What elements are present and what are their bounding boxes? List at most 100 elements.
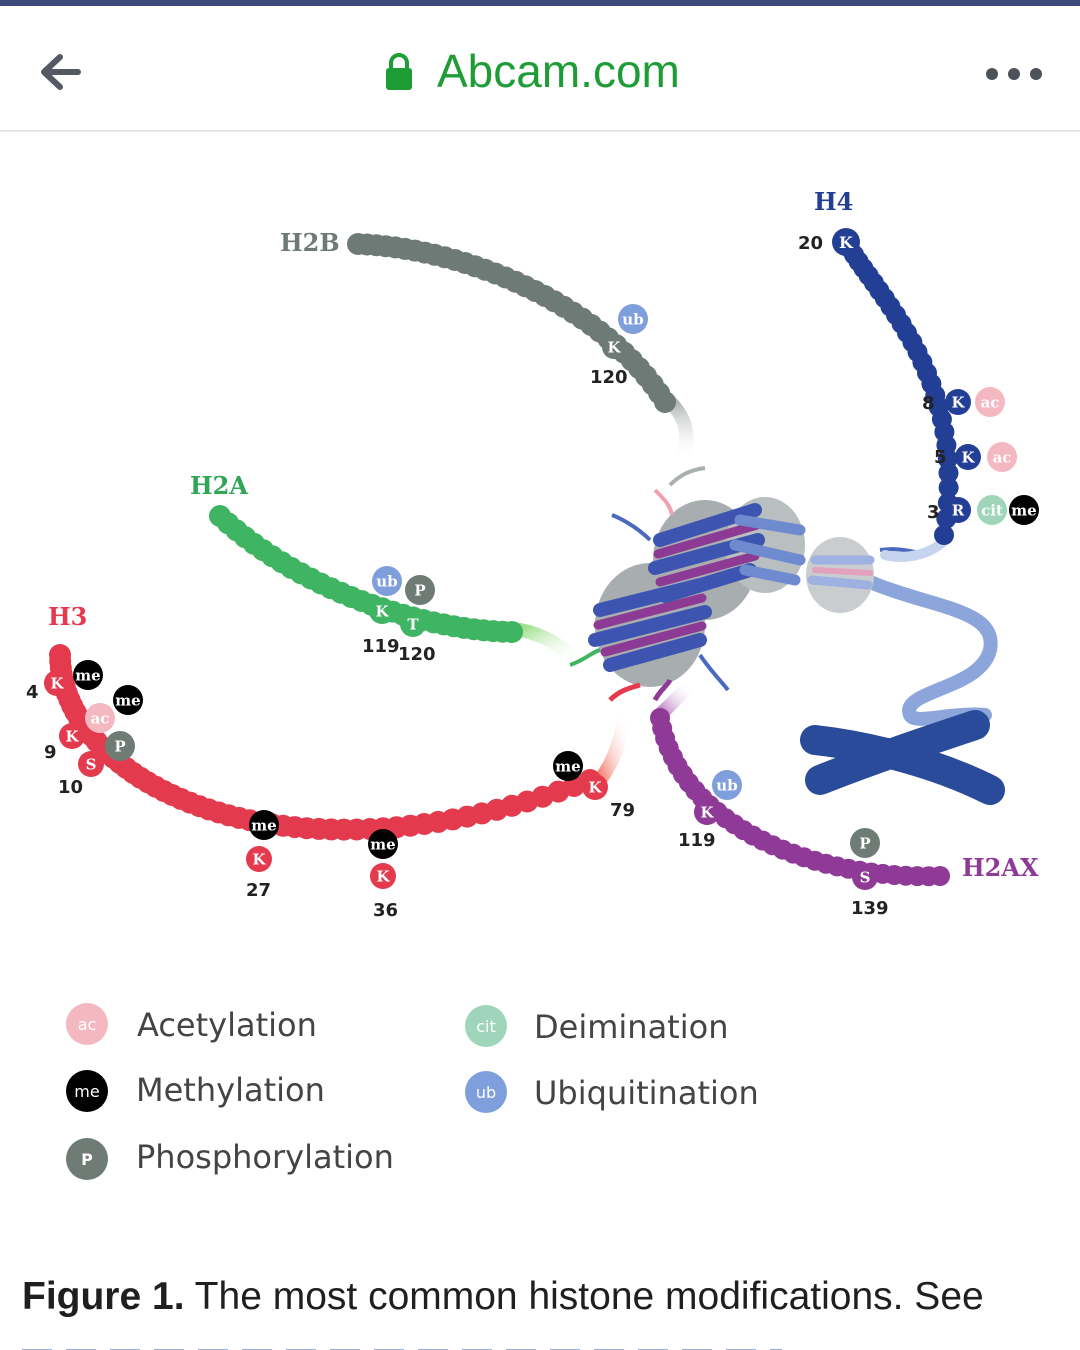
h2ax-s139-bubble [852, 864, 878, 890]
h2ax-k119-bubble [694, 799, 720, 825]
h3-me-b-text: me [115, 691, 140, 709]
h2a-p-bubble [405, 575, 435, 605]
h3-s10-bubble [78, 751, 104, 777]
h2a-t120-text: T [407, 615, 419, 633]
h2a-ub-bubble [372, 566, 402, 596]
caption-bold: Figure 1. [22, 1275, 185, 1318]
h2ax-bead [930, 866, 950, 886]
legend-ac-abbr: ac [78, 1015, 97, 1034]
h4-r3-me-text: me [1011, 501, 1036, 519]
legend-p-abbr: P [81, 1150, 93, 1169]
pos-h3-79: 79 [610, 800, 635, 821]
h2a-t120-bubble [400, 611, 426, 637]
h4-bead [938, 477, 959, 498]
h3-k27-bubble [246, 846, 272, 872]
label-h2a: H2A [190, 471, 248, 500]
h2ax-ub-bubble [712, 770, 742, 800]
dna-strand [823, 553, 998, 726]
h2a-p-text: P [414, 581, 425, 599]
lock-icon [386, 53, 412, 90]
h4-k20-bubble [832, 228, 860, 256]
pos-h3-9: 9 [44, 742, 57, 763]
h2b-chain [347, 233, 676, 413]
h3-k4-me-bubble [73, 660, 103, 690]
h2ax-p-text: P [859, 834, 870, 852]
h4-k5-text: K [961, 448, 975, 466]
h4-r3-bubble [945, 497, 971, 523]
h4-chain [836, 232, 959, 545]
pos-h4-8: 8 [922, 393, 935, 414]
top-accent-bar [0, 0, 1080, 6]
h2b-k120-text: K [607, 338, 621, 356]
more-options-icon[interactable] [978, 56, 1050, 92]
h3-k27-me-text: me [251, 816, 276, 834]
h3-k4-text: K [50, 674, 64, 692]
pos-h4-20: 20 [798, 233, 823, 254]
h4-bead [934, 525, 954, 545]
legend-p-icon [66, 1138, 108, 1180]
legend-cit-abbr: cit [476, 1017, 496, 1036]
h3-ac-bubble [85, 703, 115, 733]
h2ax-p-bubble [850, 828, 880, 858]
figure-caption: Figure 1. The most common histone modifi… [22, 1272, 1062, 1322]
h3-s10-p-bubble [105, 731, 135, 761]
h3-s10-p-text: P [114, 737, 125, 755]
legend-cit-icon [465, 1005, 507, 1047]
legend-methylation: Methylation [136, 1071, 325, 1109]
h4-r3-text: R [952, 501, 965, 519]
h3-k79-text: K [588, 778, 602, 796]
label-h4: H4 [814, 187, 853, 216]
h3-k4-me-text: me [75, 666, 100, 684]
caption-next-line-link[interactable] [22, 1340, 782, 1350]
h2b-ub-text: ub [622, 310, 643, 328]
h4-k5-bubble [955, 444, 981, 470]
legend-me-icon [66, 1070, 108, 1112]
legend: ac Acetylation me Methylation P Phosphor… [66, 1003, 759, 1180]
h4-r3-me-bubble [1009, 495, 1039, 525]
h4-r3-cit-text: cit [981, 501, 1003, 519]
h3-k36-me-text: me [370, 835, 395, 853]
caption-text: The most common histone modifications. S… [184, 1275, 984, 1318]
legend-deimination: Deimination [534, 1008, 728, 1046]
nucleosome-cluster [569, 466, 916, 702]
h4-k5-ac-text: ac [993, 448, 1012, 466]
h3-k36-me-bubble [368, 829, 398, 859]
label-h2ax: H2AX [962, 853, 1039, 882]
h2b-ub-bubble [618, 304, 648, 334]
pos-h3-10: 10 [58, 777, 83, 798]
h4-k8-ac-bubble [975, 387, 1005, 417]
label-h3: H3 [48, 602, 87, 631]
h4-k8-bubble [945, 389, 971, 415]
legend-acetylation: Acetylation [137, 1006, 317, 1044]
h4-bead [938, 463, 959, 483]
h2b-bead [654, 391, 676, 413]
pos-h3-36: 36 [373, 900, 398, 921]
back-arrow-icon[interactable] [28, 42, 92, 102]
pos-h2ax-119: 119 [678, 830, 716, 851]
h3-k36-text: K [376, 867, 390, 885]
h4-r3-cit-bubble [977, 495, 1007, 525]
h2a-bead [501, 621, 523, 643]
page-domain[interactable]: Abcam.com [437, 45, 680, 97]
h2b-k120-bubble [602, 335, 626, 359]
chromosome-icon [800, 710, 1005, 805]
h2a-chain [209, 505, 523, 643]
h3-k4-bubble [44, 670, 70, 696]
h3-me-b-bubble [113, 685, 143, 715]
legend-ub-abbr: ub [476, 1083, 496, 1102]
h3-k27-text: K [252, 850, 266, 868]
pos-h3-27: 27 [246, 880, 271, 901]
h3-s10-text: S [86, 755, 97, 773]
h2ax-k119-text: K [700, 803, 714, 821]
h3-k27-me-bubble [249, 810, 279, 840]
legend-ac-icon [66, 1003, 108, 1045]
legend-ubiquitination: Ubiquitination [534, 1074, 759, 1112]
pos-h2a-119: 119 [362, 636, 400, 657]
h4-bead [937, 448, 958, 469]
legend-phosphorylation: Phosphorylation [136, 1138, 394, 1176]
h4-k20-text: K [839, 233, 854, 252]
pos-h2ax-139: 139 [851, 898, 889, 919]
h2ax-ub-text: ub [716, 776, 737, 794]
legend-me-abbr: me [74, 1082, 99, 1101]
pos-h2b-120: 120 [590, 367, 628, 388]
